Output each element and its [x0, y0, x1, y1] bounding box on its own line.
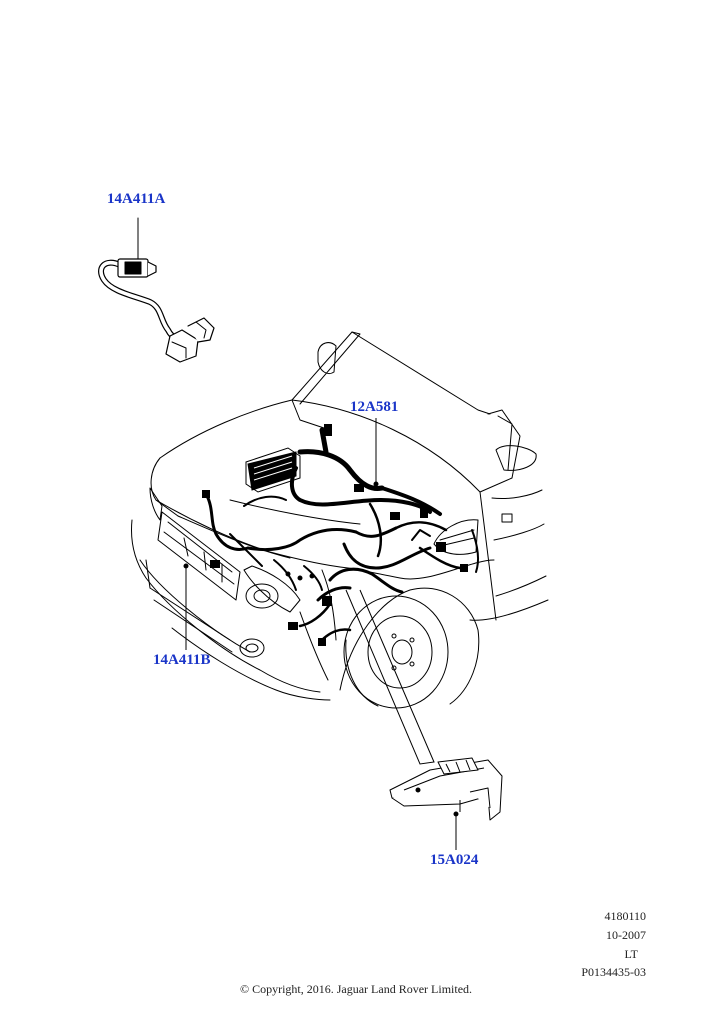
harness-14A411A-illustration: [98, 217, 215, 363]
callout-15A024[interactable]: 15A024: [430, 852, 479, 868]
illustration-number: P0134435-03: [581, 965, 646, 979]
leader-lines: [183, 418, 459, 850]
fuse-box-illustration: [245, 447, 301, 493]
copyright-notice: © Copyright, 2016. Jaguar Land Rover Lim…: [239, 982, 473, 996]
bracket-15A024-illustration: [389, 757, 503, 821]
callout-14A411A[interactable]: 14A411A: [107, 191, 166, 207]
vehicle-front-illustration: [131, 331, 549, 709]
callout-12A581[interactable]: 12A581: [350, 399, 399, 415]
callout-14A411B[interactable]: 14A411B: [153, 652, 211, 668]
reference-number: 4180110: [604, 909, 646, 923]
engine-harness-illustration: [202, 424, 480, 646]
reference-date: 10-2007: [606, 928, 646, 942]
reference-code: LT: [624, 947, 638, 961]
